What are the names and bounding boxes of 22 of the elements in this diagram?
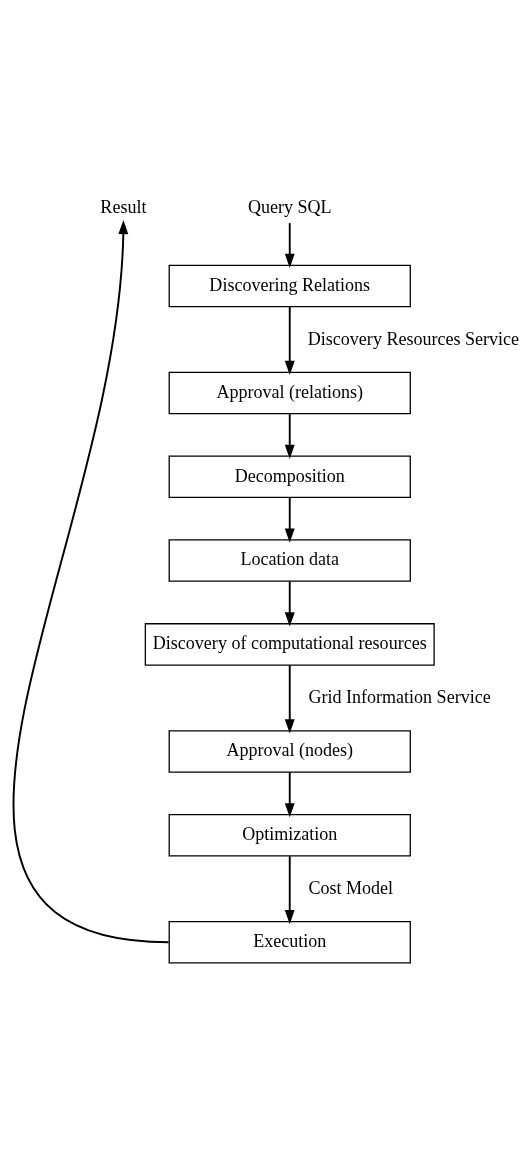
arrow <box>284 770 295 817</box>
edge-label: Cost Model <box>308 877 394 898</box>
arrow <box>284 663 295 733</box>
arrow <box>284 854 295 924</box>
arrow <box>284 412 295 459</box>
node-box: Location data <box>168 538 411 582</box>
node-box: Approval (nodes) <box>168 729 411 773</box>
edge-label: Grid Information Service <box>308 686 491 707</box>
arrow <box>13 219 170 943</box>
arrow <box>284 305 295 375</box>
node-box: Execution <box>168 920 411 963</box>
node-box: Decomposition <box>168 455 411 498</box>
node-text: Query SQL <box>247 196 332 217</box>
node-box: Discovery of computational resources <box>144 622 435 666</box>
node-box: Approval (relations) <box>168 371 411 414</box>
edge-label: Discovery Resources Service <box>307 328 520 349</box>
arrow <box>284 496 295 543</box>
node-text: Result <box>100 196 147 217</box>
node-box: Discovering Relations <box>168 264 411 307</box>
arrow <box>284 580 295 627</box>
node-box: Optimization <box>168 813 411 856</box>
arrow <box>284 221 295 268</box>
